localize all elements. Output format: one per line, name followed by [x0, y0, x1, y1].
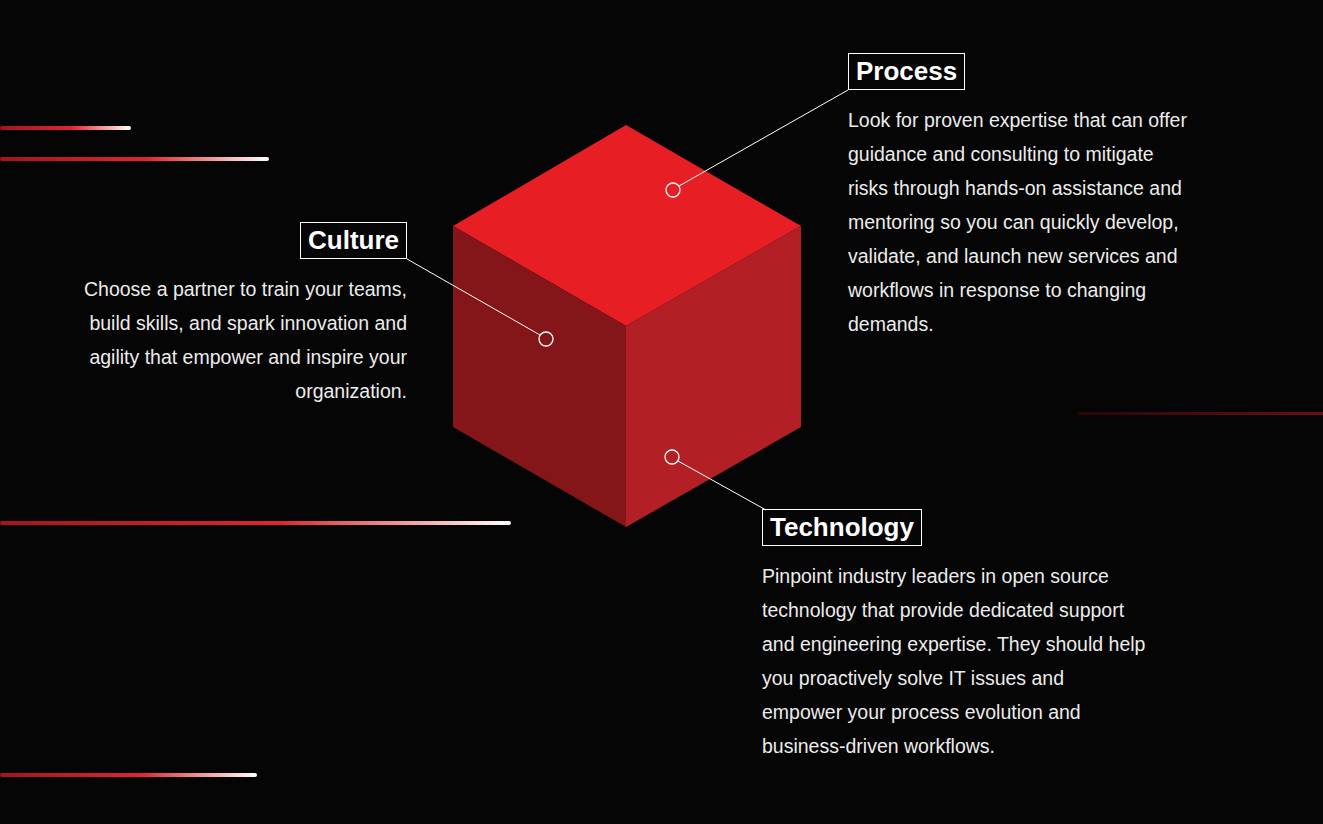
callout-heading: Culture [300, 222, 407, 259]
light-streak [0, 157, 269, 161]
heading-row: Technology [762, 509, 1147, 546]
callout-node: ProcessLook for proven expertise that ca… [848, 53, 1193, 341]
callout-body: Look for proven expertise that can offer… [848, 103, 1193, 341]
callout-body: Choose a partner to train your teams, bu… [62, 272, 407, 408]
callout-heading: Technology [762, 509, 922, 546]
leader-line [678, 461, 766, 510]
callout-node: TechnologyPinpoint industry leaders in o… [762, 509, 1147, 763]
leader-line [679, 90, 848, 186]
light-streak [0, 521, 511, 525]
heading-row: Process [848, 53, 1193, 90]
leader-dot [666, 183, 680, 197]
cube-right-face [626, 226, 801, 527]
callout-heading: Process [848, 53, 965, 90]
leader-dot [665, 450, 679, 464]
leader-dot [539, 332, 553, 346]
leader-line [407, 259, 540, 335]
cube-left-face [453, 226, 626, 527]
callout-body: Pinpoint industry leaders in open source… [762, 559, 1147, 763]
light-streak [0, 773, 257, 777]
light-streak [1078, 412, 1323, 415]
heading-row: Culture [62, 222, 407, 259]
callout-node: CultureChoose a partner to train your te… [62, 222, 407, 408]
light-streak [0, 126, 131, 130]
